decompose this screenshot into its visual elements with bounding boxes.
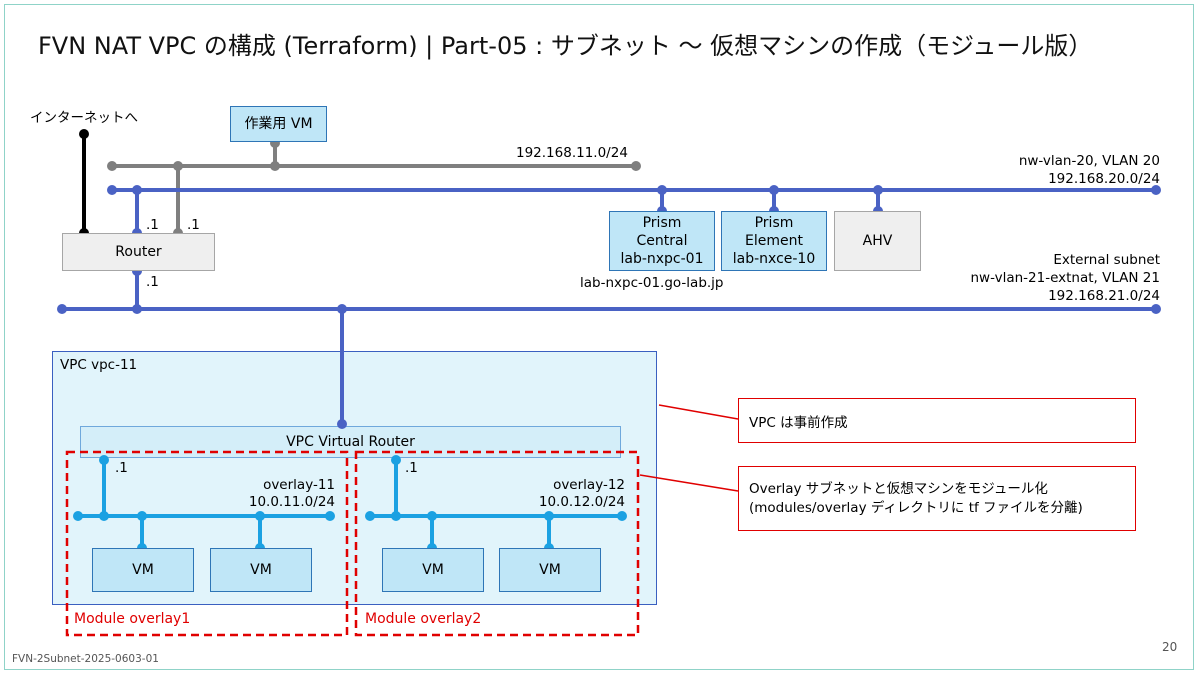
overlay12-cidr: 10.0.12.0/24 [538, 494, 625, 510]
ahv-box: AHV [834, 211, 921, 271]
net-11-cidr: 192.168.11.0/24 [516, 145, 628, 161]
page-number: 20 [1162, 640, 1178, 654]
overlay12-gateway-ip: .1 [405, 460, 418, 476]
footer-doc-id: FVN-2Subnet-2025-0603-01 [12, 653, 159, 665]
internet-link-end [79, 129, 89, 139]
callout-overlay: Overlay サブネットと仮想マシンをモジュール化 (modules/over… [738, 466, 1136, 531]
overlay11-gateway-ip: .1 [115, 460, 128, 476]
pc-fqdn: lab-nxpc-01.go-lab.jp [580, 275, 724, 291]
overlay11-cidr: 10.0.11.0/24 [248, 494, 335, 510]
overlay12-label: overlay-12 10.0.12.0/24 [510, 477, 625, 511]
external-line3: 192.168.21.0/24 [1048, 288, 1160, 304]
vm-label: VM [422, 562, 444, 578]
overlay11-label: overlay-11 10.0.11.0/24 [220, 477, 335, 511]
vpc-router-label: VPC Virtual Router [286, 434, 415, 450]
vm-overlay12-a: VM [382, 548, 484, 592]
router-ip-vlan21: .1 [146, 274, 159, 290]
vlan20-cidr: 192.168.20.0/24 [1048, 171, 1160, 187]
vm-overlay12-b: VM [499, 548, 601, 592]
work-vm-box: 作業用 VM [230, 106, 327, 142]
router-ip-net11: .1 [187, 217, 200, 233]
module-overlay2-box [354, 450, 640, 637]
callout-vpc-text: VPC は事前作成 [749, 414, 848, 431]
router-box: Router [62, 233, 215, 271]
router-label: Router [115, 244, 162, 260]
prism-central-box: Prism Central lab-nxpc-01 [609, 211, 715, 271]
module-overlay1-box [65, 450, 349, 637]
overlay12-name: overlay-12 [553, 477, 625, 493]
ahv-label: AHV [862, 233, 893, 249]
work-vm-label: 作業用 VM [244, 116, 313, 132]
callout-overlay-line1: Overlay サブネットと仮想マシンをモジュール化 [749, 480, 1048, 497]
callout-overlay-line2: (modules/overlay ディレクトリに tf ファイルを分離) [749, 499, 1083, 516]
callout-vpc-connector [658, 404, 739, 420]
prism-element-line1: Prism [754, 215, 794, 231]
module-overlay2-label: Module overlay2 [365, 611, 482, 627]
overlay11-name: overlay-11 [263, 477, 335, 493]
callout-overlay-connector [639, 474, 739, 492]
internet-label: インターネットへ [30, 110, 138, 126]
vm-overlay11-b: VM [210, 548, 312, 592]
prism-central-line3: lab-nxpc-01 [620, 251, 704, 267]
vlan20-label: nw-vlan-20, VLAN 20 192.168.20.0/24 [1019, 152, 1160, 188]
prism-central-line1: Prism [642, 215, 682, 231]
external-subnet-label: External subnet nw-vlan-21-extnat, VLAN … [970, 251, 1160, 305]
vm-label: VM [539, 562, 561, 578]
router-ip-vlan20: .1 [146, 217, 159, 233]
prism-element-line2: Element [745, 233, 803, 249]
slide-frame [4, 4, 1194, 670]
vm-overlay11-a: VM [92, 548, 194, 592]
module-overlay1-label: Module overlay1 [74, 611, 191, 627]
vm-label: VM [250, 562, 272, 578]
prism-element-box: Prism Element lab-nxce-10 [721, 211, 827, 271]
prism-element-line3: lab-nxce-10 [732, 251, 816, 267]
slide-title: FVN NAT VPC の構成 (Terraform) | Part-05 : … [38, 32, 1093, 60]
external-line2: nw-vlan-21-extnat, VLAN 21 [970, 270, 1160, 286]
vlan20-name: nw-vlan-20, VLAN 20 [1018, 153, 1160, 169]
vm-label: VM [132, 562, 154, 578]
vpc-label: VPC vpc-11 [60, 357, 138, 373]
callout-vpc: VPC は事前作成 [738, 398, 1136, 443]
prism-central-line2: Central [636, 233, 688, 249]
external-line1: External subnet [1053, 252, 1160, 268]
